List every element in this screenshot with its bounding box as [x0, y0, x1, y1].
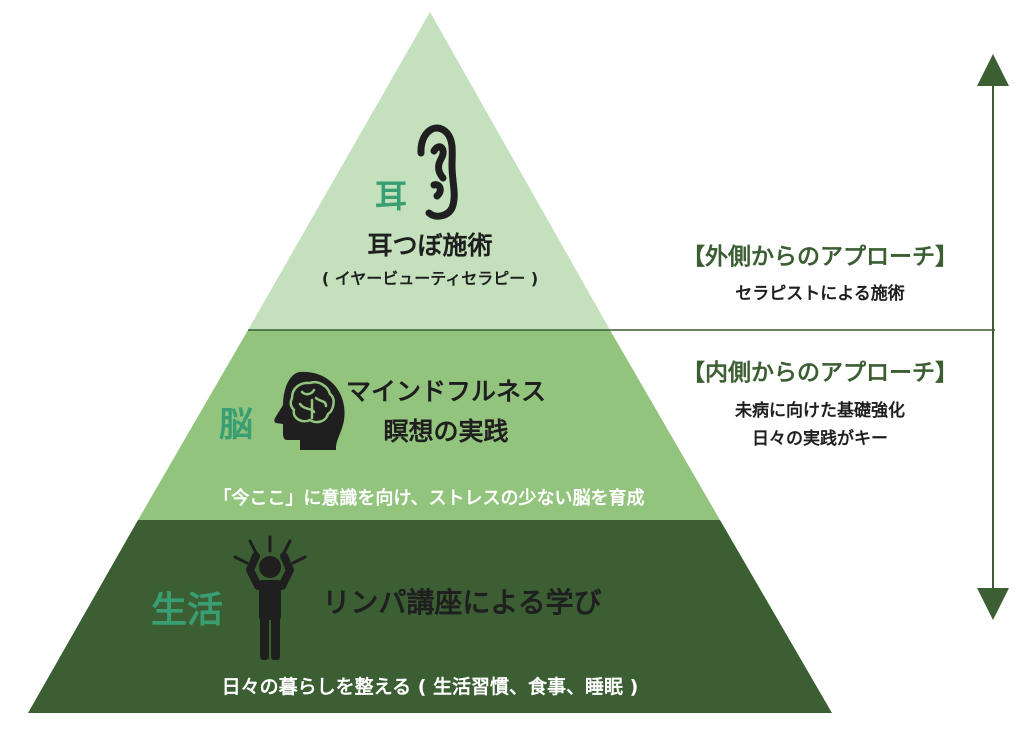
ear-icon	[417, 124, 458, 220]
tier-middle-title-line2: 瞑想の実践	[383, 417, 508, 446]
outer-approach-description: セラピストによる施術	[735, 283, 905, 304]
inner-approach-line1: 未病に向けた基礎強化	[734, 400, 905, 421]
tier-middle-title-line1: マインドフルネス	[346, 377, 546, 406]
tier-top	[248, 12, 610, 330]
tier-middle	[138, 330, 720, 520]
inner-approach-heading: 【内側からのアプローチ】	[682, 360, 958, 386]
tier-top-title: 耳つぼ施術	[367, 231, 492, 260]
double-arrow-icon	[977, 54, 1009, 620]
tier-middle-caption: 「今ここ」に意識を向け、ストレスの少ない脳を育成	[213, 487, 644, 509]
tier-bottom-caption: 日々の暮らしを整える ( 生活習慣、食事、睡眠 )	[222, 675, 639, 698]
tier-middle-tag: 脳	[219, 405, 253, 445]
inner-approach-line2: 日々の実践がキー	[752, 428, 888, 449]
brain-head-icon	[274, 371, 345, 450]
tier-bottom-tag: 生活	[151, 590, 223, 631]
tier-bottom-title: リンパ講座による学び	[322, 586, 601, 619]
stressed-person-icon	[233, 535, 307, 660]
tier-top-tag: 耳	[375, 177, 407, 215]
tier-bottom	[28, 520, 832, 713]
outer-approach-heading: 【外側からのアプローチ】	[682, 243, 958, 270]
tier-top-subtitle: ( イヤービューティセラピー )	[322, 269, 538, 288]
